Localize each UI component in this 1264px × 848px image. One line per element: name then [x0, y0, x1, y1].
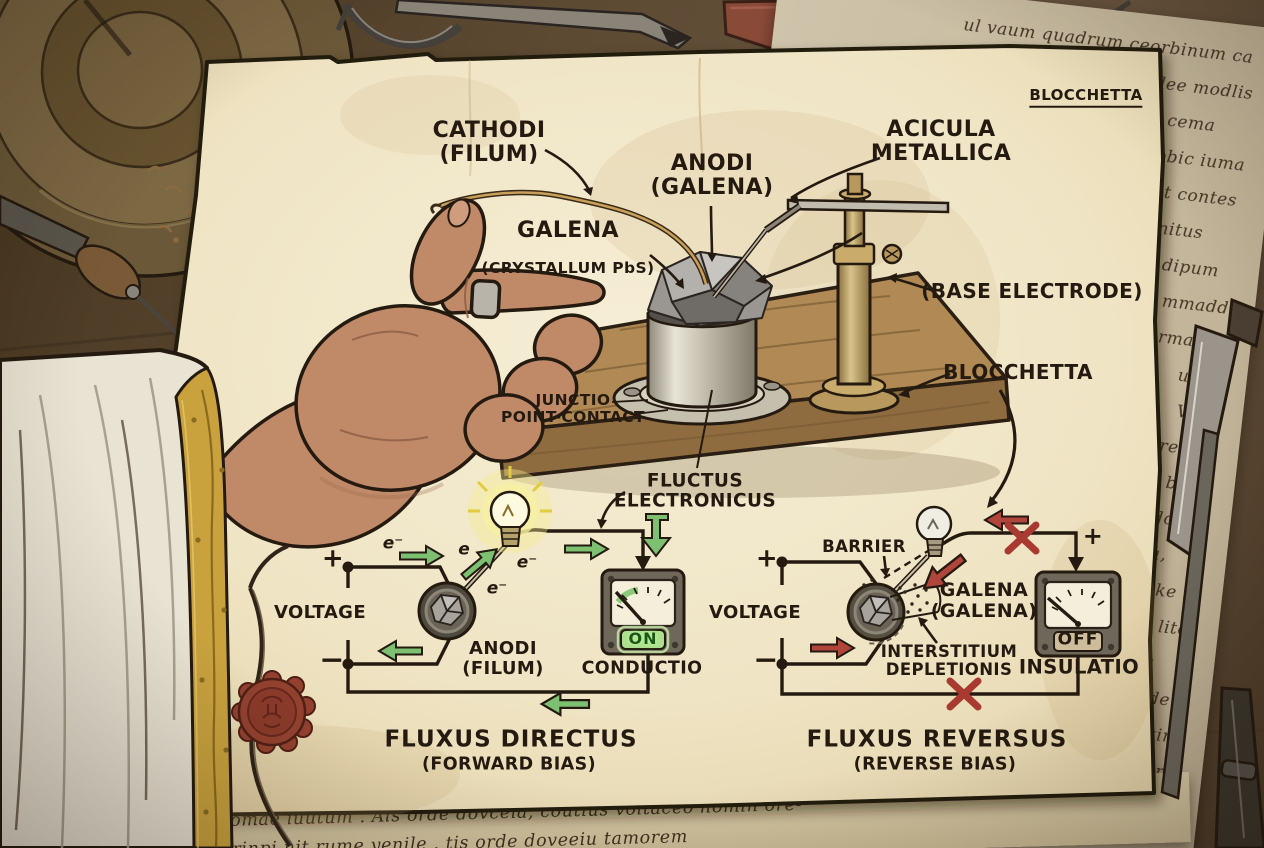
galena-crystal-label-sub: (CRYSTALLUM PbS) — [481, 259, 655, 278]
anodi-label: ANODI (GALENA) — [650, 150, 774, 200]
forward-flow-arrows — [378, 513, 673, 717]
meter-on-state: ON — [628, 629, 658, 649]
reverse-circuit-diagram — [776, 505, 1122, 711]
thumb — [409, 198, 487, 306]
forward-meter — [600, 556, 686, 656]
acicula-label: ACICULA METALLICA — [870, 116, 1012, 166]
finger-ring — [469, 278, 502, 320]
pointing-hand — [203, 198, 606, 549]
forward-circuit-diagram — [342, 466, 686, 717]
junctio-label: JUNCTIO POINT-CONTACT — [500, 390, 646, 426]
robe-sleeve — [0, 347, 234, 848]
calipers-icon — [335, 1, 463, 50]
cathode-wire — [430, 189, 709, 285]
fluctus-label: FLUCTUS ELECTRONICUS — [613, 470, 777, 512]
blocked-flow-x-icons — [946, 521, 1040, 711]
needle-stand — [712, 172, 950, 415]
reverse-plus-label: + — [755, 543, 779, 574]
galena-crystal-label-main: GALENA — [517, 217, 619, 243]
meter-off-state: OFF — [1057, 629, 1099, 650]
reverse-minus-label: − — [753, 642, 779, 678]
forward-subtitle: (FORWARD BIAS) — [421, 754, 597, 775]
electron-label-1: e⁻ — [382, 533, 404, 554]
reverse-subtitle: (REVERSE BIAS) — [853, 754, 1017, 775]
reverse-galena-label: GALENA (GALENA) — [930, 579, 1038, 622]
junctio-pointer-lines — [611, 399, 669, 415]
wax-seal-icon — [231, 670, 316, 754]
electron-label-2: e — [458, 539, 470, 560]
reverse-meter — [1034, 557, 1122, 658]
forward-title: FLUXUS DIRECTUS — [384, 726, 638, 753]
electron-label-3: e⁻ — [516, 552, 538, 573]
right-edge-tools — [1160, 297, 1264, 848]
fluctus-pointer-line — [696, 389, 713, 469]
wax-seal-and-cord — [231, 544, 316, 848]
reverse-voltage-label: VOLTAGE — [708, 602, 802, 624]
corner-blocchetta-label: BLOCCHETTA — [1029, 87, 1143, 108]
forward-crystal-component — [417, 581, 477, 641]
interstitium-label: INTERSTITIUM DEPLETIONIS — [880, 641, 1018, 679]
reverse-crystal-component — [846, 578, 942, 645]
anodi-filum-label: ANODI (FILUM) — [462, 638, 544, 679]
stylus-icon — [1160, 428, 1220, 800]
unlit-bulb-icon — [915, 505, 953, 557]
base-electrode-label: (BASE ELECTRODE) — [921, 279, 1143, 303]
corner-pen-icon — [1214, 686, 1264, 848]
reverse-meter-plus-label: + — [1082, 521, 1104, 550]
forward-minus-label: − — [319, 642, 345, 678]
forward-voltage-label: VOLTAGE — [273, 602, 367, 624]
insulatio-label: INSULATIO — [1018, 655, 1140, 679]
lit-bulb-icon — [468, 466, 552, 553]
forward-plus-label: + — [321, 543, 345, 574]
cathodi-label: CATHODI (FILUM) — [432, 117, 546, 167]
blocchetta-label: BLOCCHETTA — [943, 360, 1093, 384]
galena-crystal-label: GALENA (CRYSTALLUM PbS) — [481, 201, 654, 295]
label-arrows — [544, 148, 1017, 529]
barrier-label: BARRIER — [822, 536, 906, 556]
conductio-label: CONDUCTIO — [581, 658, 703, 679]
electron-label-4: e⁻ — [486, 578, 508, 599]
reverse-title: FLUXUS REVERSUS — [806, 726, 1068, 753]
pencil-icon — [394, 0, 693, 50]
